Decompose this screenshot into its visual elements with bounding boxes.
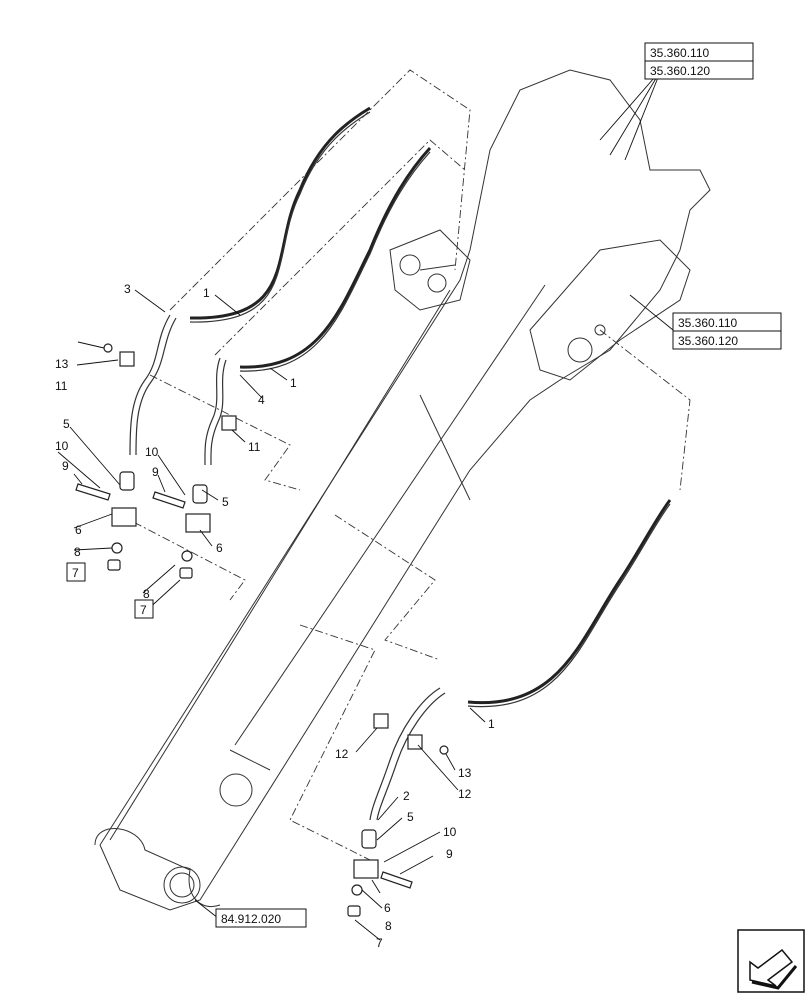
callout-11: 11 xyxy=(248,440,261,454)
pipe-2 xyxy=(376,692,446,821)
leader-line xyxy=(119,514,246,601)
pipe-3 xyxy=(129,314,171,456)
callout-8: 8 xyxy=(143,587,150,601)
fitting-5 xyxy=(119,471,135,491)
washer-8 xyxy=(351,884,363,896)
hose-outline xyxy=(189,111,371,323)
arm-pin xyxy=(567,337,593,363)
arm-pin xyxy=(594,324,606,336)
callout-6: 6 xyxy=(216,541,223,555)
callout-7: 7 xyxy=(376,936,383,950)
callout-13: 13 xyxy=(55,357,69,371)
leader-line xyxy=(169,69,471,311)
bolt-9 xyxy=(380,871,413,889)
bolt-9 xyxy=(75,483,111,501)
reference-link-35-360-120[interactable]: 35.360.120 xyxy=(678,334,738,348)
plug-7 xyxy=(179,567,193,579)
hose-1-upper-right xyxy=(239,146,432,369)
callout-2: 2 xyxy=(403,789,410,803)
boom-outline xyxy=(99,69,711,911)
callout-3: 3 xyxy=(124,282,131,296)
plug-7 xyxy=(107,559,121,571)
fitting-5 xyxy=(361,829,377,849)
clamp-11 xyxy=(119,351,135,367)
reference-link-35-360-110[interactable]: 35.360.110 xyxy=(678,316,737,330)
bolt-9 xyxy=(152,491,186,509)
boxed-callout-7[interactable]: 7 xyxy=(140,603,147,617)
boom-pin xyxy=(427,273,447,293)
pipe-4 xyxy=(204,357,221,466)
hose-1-lower xyxy=(467,499,672,705)
clamp-12 xyxy=(373,713,389,729)
block-6 xyxy=(185,513,211,533)
leader-line xyxy=(599,329,691,491)
callout-9: 9 xyxy=(446,847,453,861)
callout-5: 5 xyxy=(407,810,414,824)
bolt-13 xyxy=(103,343,113,353)
callout-10: 10 xyxy=(55,439,69,453)
callout-9: 9 xyxy=(152,465,159,479)
boom-lower-boss xyxy=(219,773,253,807)
arm-linkage xyxy=(529,239,691,381)
reference-link-84-912-020[interactable]: 84.912.020 xyxy=(221,912,281,926)
callout-12: 12 xyxy=(458,787,472,801)
callout-5: 5 xyxy=(222,495,229,509)
leader-line xyxy=(214,139,466,356)
callout-1: 1 xyxy=(290,376,297,390)
callout-10: 10 xyxy=(443,825,457,839)
callout-6: 6 xyxy=(384,901,391,915)
boom-foot-pin xyxy=(163,866,201,904)
leader-line xyxy=(149,374,301,491)
plug-7 xyxy=(347,905,361,917)
callout-10: 10 xyxy=(145,445,159,459)
callout-4: 4 xyxy=(258,393,265,407)
block-6 xyxy=(353,859,379,879)
callout-13: 13 xyxy=(458,766,472,780)
pipe-3 xyxy=(135,317,177,456)
callout-8: 8 xyxy=(74,545,81,559)
leader-line xyxy=(334,514,441,661)
pipe-2 xyxy=(369,687,441,821)
boxed-callout-frame xyxy=(134,599,154,619)
fitting-5 xyxy=(192,484,208,504)
boom-pin xyxy=(399,254,421,276)
callout-12: 12 xyxy=(335,747,349,761)
boom-foot-pin-inner xyxy=(169,872,195,898)
reference-box-frame xyxy=(215,908,307,928)
boxed-callout-frame xyxy=(66,562,86,582)
washer-8 xyxy=(181,550,193,562)
reference-link-35-360-110[interactable]: 35.360.110 xyxy=(650,46,709,60)
arrow-navigation-icon[interactable] xyxy=(737,929,805,993)
hose-outline xyxy=(467,503,671,708)
reference-link-35-360-120[interactable]: 35.360.120 xyxy=(650,64,710,78)
boom-foot xyxy=(94,828,221,907)
hose-1-upper-left xyxy=(189,106,371,320)
callout-6: 6 xyxy=(75,523,82,537)
boxed-callout-7[interactable]: 7 xyxy=(72,566,79,580)
callout-5: 5 xyxy=(63,417,70,431)
callout-8: 8 xyxy=(385,919,392,933)
boom-bracket xyxy=(389,229,471,311)
boom-inner-edge xyxy=(109,284,546,841)
callout-11: 11 xyxy=(55,379,68,393)
pipe-4 xyxy=(210,359,227,466)
bolt-13 xyxy=(439,745,449,755)
callout-1: 1 xyxy=(488,717,495,731)
washer-8 xyxy=(111,542,123,554)
leader-line xyxy=(289,624,376,861)
hose-outline xyxy=(239,151,431,372)
block-6 xyxy=(111,507,137,527)
clamp-11 xyxy=(221,415,237,431)
callout-9: 9 xyxy=(62,459,69,473)
callout-1: 1 xyxy=(203,286,210,300)
